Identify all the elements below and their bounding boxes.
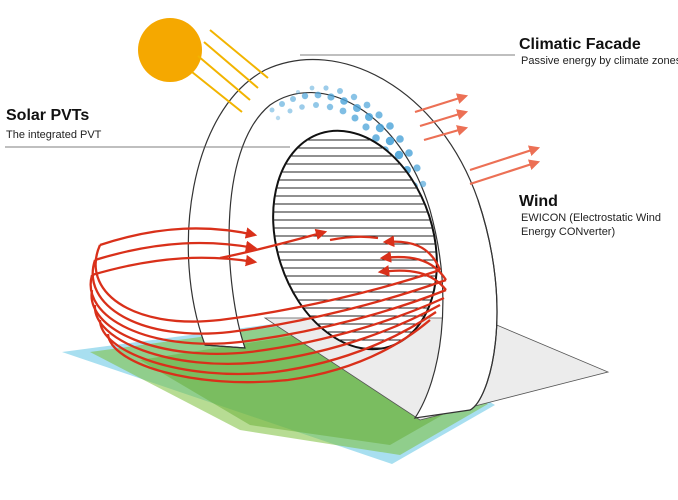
wind-subtitle-line1: EWICON (Electrostatic Wind <box>521 212 661 224</box>
sun-icon <box>138 18 202 82</box>
leader-lines <box>5 54 515 148</box>
solar-pv-dots <box>269 85 427 211</box>
wind-title: Wind <box>519 193 558 210</box>
climatic-facade-subtitle: Passive energy by climate zones <box>521 55 678 67</box>
wind-arrows <box>89 227 447 384</box>
facade-ring <box>187 59 498 419</box>
climatic-facade-title: Climatic Facade <box>519 36 641 53</box>
wind-subtitle-line2: Energy CONverter) <box>521 226 616 238</box>
solar-pvts-title: Solar PVTs <box>6 107 90 124</box>
sun-rays <box>191 29 269 113</box>
solar-pvts-subtitle: The integrated PVT <box>6 129 102 141</box>
exhaust-arrows <box>414 93 541 186</box>
ewicon-mesh <box>250 129 460 351</box>
